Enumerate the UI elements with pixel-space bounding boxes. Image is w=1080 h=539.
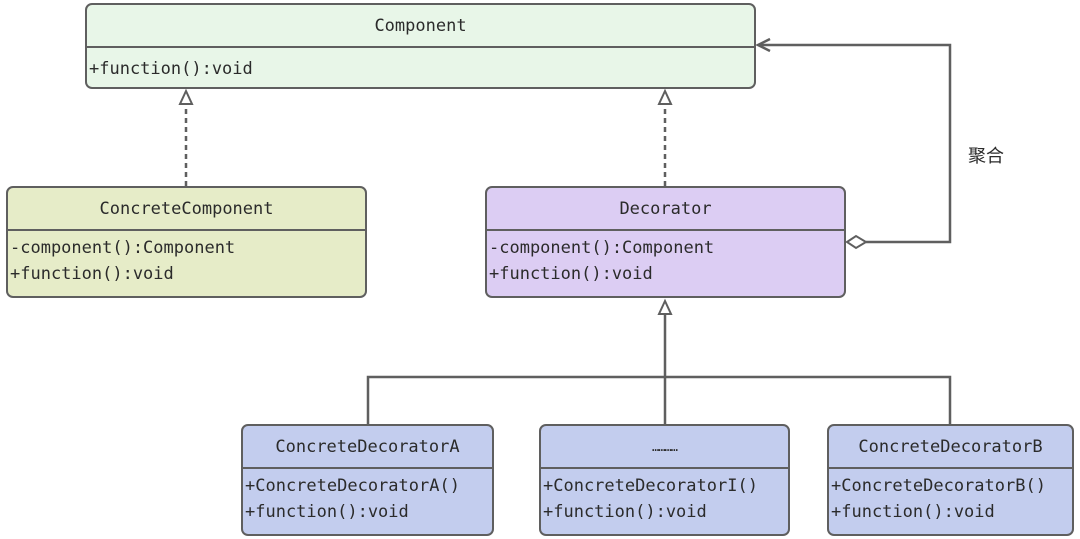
class-name: ConcreteDecoratorA <box>243 426 492 469</box>
member-method: +function():void <box>89 59 253 79</box>
class-name: ………… <box>541 426 788 469</box>
class-name: ConcreteDecoratorB <box>829 426 1072 469</box>
member-method: +ConcreteDecoratorB() <box>831 476 1046 496</box>
aggregation-arrowhead <box>755 37 771 53</box>
member-method: -component():Component <box>10 238 236 258</box>
member-method: +function():void <box>543 502 707 522</box>
concrete-component-class-box: ConcreteComponent -component():Component… <box>6 186 367 298</box>
member-list: +ConcreteDecoratorA() +function():void <box>243 469 492 525</box>
aggregation-label: 聚合 <box>968 146 1004 167</box>
member-list: +ConcreteDecoratorI() +function():void <box>541 469 788 525</box>
aggregation-diamond <box>845 234 868 250</box>
class-name: ConcreteComponent <box>8 188 365 231</box>
member-list: -component():Component +function():void <box>487 231 844 287</box>
member-method: +function():void <box>831 502 995 522</box>
concrete-decorator-b-class-box: ConcreteDecoratorB +ConcreteDecoratorB()… <box>827 424 1074 536</box>
realization-arrowhead-concrete-component <box>178 88 194 105</box>
member-method: -component():Component <box>489 238 715 258</box>
member-method: +ConcreteDecoratorA() <box>245 476 460 496</box>
concrete-decorator-i-class-box: ………… +ConcreteDecoratorI() +function():v… <box>539 424 790 536</box>
decorator-class-box: Decorator -component():Component +functi… <box>485 186 846 298</box>
aggregation-line <box>760 43 952 244</box>
concrete-decorator-a-class-box: ConcreteDecoratorA +ConcreteDecoratorA()… <box>241 424 494 536</box>
member-method: +function():void <box>10 264 174 284</box>
class-name: Decorator <box>487 188 844 231</box>
member-list: -component():Component +function():void <box>8 231 365 287</box>
member-method: +function():void <box>489 264 653 284</box>
class-name: Component <box>87 5 754 48</box>
component-class-box: Component +function():void <box>85 3 756 89</box>
member-method: +function():void <box>245 502 409 522</box>
member-list: +ConcreteDecoratorB() +function():void <box>829 469 1072 525</box>
member-list: +function():void <box>87 48 754 82</box>
realization-arrowhead-decorator <box>657 88 673 105</box>
member-method: +ConcreteDecoratorI() <box>543 476 758 496</box>
inheritance-arrowhead <box>657 298 673 315</box>
inheritance-branch-line <box>366 375 952 424</box>
